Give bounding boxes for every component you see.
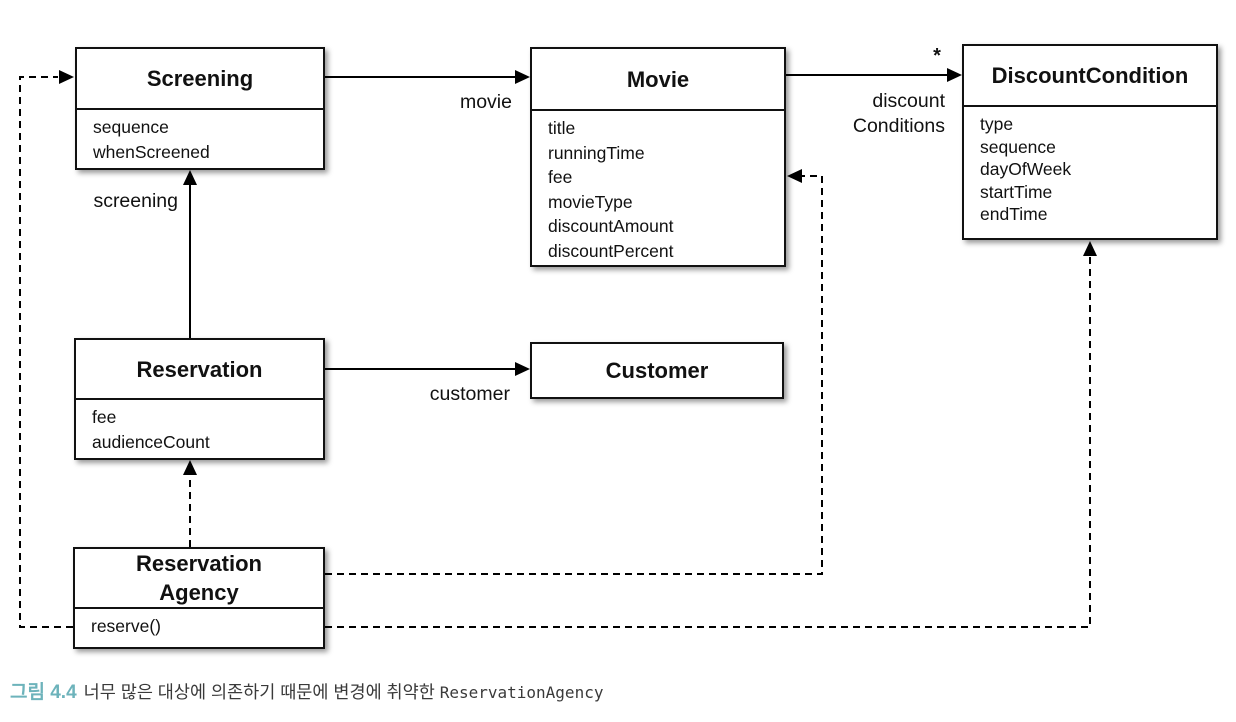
multiplicity-star: * [933,45,941,67]
class-discountcondition-attributes: type sequence dayOfWeek startTime endTim… [964,105,1216,226]
arrowhead-agency-to-screening [59,70,74,84]
class-reservation-title: Reservation [136,356,263,382]
edge-label-customer: customer [429,383,510,405]
arrowhead-movie-to-discountcondition [947,68,962,82]
arrowhead-screening-to-movie [515,70,530,84]
class-attribute: movieType [548,191,633,212]
class-title-line: Agency [159,580,239,605]
class-discountcondition: DiscountCondition type sequence dayOfWee… [962,44,1218,240]
class-title-line: Reservation [136,551,262,576]
arrowhead-agency-to-discountcondition [1083,241,1097,256]
class-screening: Screening sequence whenScreened [75,47,325,170]
class-reservationagency-methods: reserve() [75,607,323,639]
class-reservationagency-title: Reservation Agency [75,549,323,607]
figure-caption-text: 너무 많은 대상에 의존하기 때문에 변경에 취약한 [83,682,440,702]
edge-agency-to-movie [325,175,823,575]
class-attribute: type [980,114,1014,134]
edge-label-line: Conditions [852,115,945,137]
arrowhead-reservation-to-screening [183,170,197,185]
edge-agency-to-discountcondition [325,251,1091,628]
class-reservation-attributes: fee audienceCount [76,398,323,454]
class-reservation: Reservation fee audienceCount [74,338,325,460]
class-movie-title: Movie [626,66,690,92]
class-attribute: sequence [980,136,1056,157]
class-method: reserve() [91,616,162,636]
class-attribute: fee [92,407,117,427]
edge-agency-to-screening [19,76,73,628]
class-attribute: startTime [980,181,1053,202]
class-reservationagency: Reservation Agency reserve() [73,547,325,649]
edge-label-movie: movie [459,91,512,113]
class-attribute: dayOfWeek [980,159,1072,179]
class-discountcondition-title: DiscountCondition [991,63,1189,88]
class-customer: Customer [530,342,784,399]
arrowhead-agency-to-movie [787,169,802,183]
class-attribute: discountPercent [548,240,674,261]
edge-label-line: discount [872,90,945,112]
figure-number: 그림 4.4 [10,682,77,703]
class-movie: Movie title runningTime fee movieType di… [530,47,786,267]
class-customer-title: Customer [605,358,709,383]
class-attribute: audienceCount [92,431,210,452]
class-attribute: sequence [93,117,169,137]
arrowhead-reservation-to-customer [515,362,530,376]
figure-caption-code: ReservationAgency [439,683,604,702]
class-attribute: endTime [980,204,1048,224]
class-attribute: fee [548,167,573,187]
arrowhead-agency-to-reservation [183,460,197,475]
class-attribute: runningTime [548,142,645,163]
figure-caption: 그림 4.4 너무 많은 대상에 의존하기 때문에 변경에 취약한 Reserva… [10,677,910,704]
edge-label-screening: screening [93,190,178,212]
class-movie-attributes: title runningTime fee movieType discount… [532,109,784,263]
class-screening-title: Screening [146,66,254,91]
class-attribute: discountAmount [548,216,674,236]
class-screening-attributes: sequence whenScreened [77,108,323,164]
class-attribute: whenScreened [93,141,210,162]
class-attribute: title [548,118,576,138]
